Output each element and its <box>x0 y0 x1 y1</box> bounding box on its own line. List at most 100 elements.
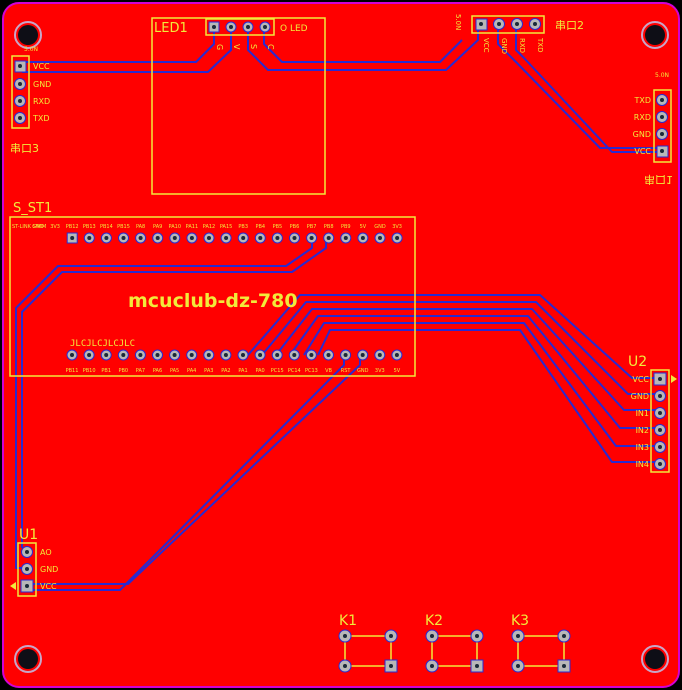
trace <box>15 238 313 569</box>
chuankou3-pin-label: GND <box>33 80 51 89</box>
chuankou3-pin-label: TXD <box>32 114 50 123</box>
u1-outline <box>17 542 37 597</box>
pad-hole <box>360 353 365 357</box>
pad-hole <box>121 353 126 357</box>
pad-hole <box>258 353 263 357</box>
trace <box>497 28 662 149</box>
pad-hole <box>326 353 331 357</box>
trace <box>247 28 479 71</box>
chuankou1-pin-label: VCC <box>634 147 651 156</box>
sst1-top-pin-label: 3V3 <box>392 224 402 230</box>
chuankou2-pin-label: VCC <box>482 38 490 53</box>
sst1-top-pin-label: PB13 <box>83 224 96 230</box>
sst1-bottom-pin-label: PA2 <box>221 368 230 374</box>
pin1-marker-icon <box>671 375 677 383</box>
sst1-top-pin-label: PB5 <box>273 224 283 230</box>
pad-hole <box>172 353 177 357</box>
sst1-bottom-pin-label: PC14 <box>288 368 301 374</box>
button-ref: K2 <box>425 613 443 629</box>
pad-hole <box>207 236 211 240</box>
sst1-top-pin-label: PB14 <box>100 224 113 230</box>
u1-pin-label: AO <box>40 548 52 557</box>
sst1-top-pin-label: GND <box>374 224 386 230</box>
pad-hole <box>292 236 297 240</box>
pad-hole <box>104 353 109 357</box>
trace <box>28 355 361 585</box>
trace <box>303 322 660 447</box>
pad-hole <box>377 353 382 357</box>
pad-hole <box>395 236 400 240</box>
pad-hole <box>309 236 314 240</box>
sst1-top-pin-label: PB4 <box>255 224 265 230</box>
pad-hole <box>241 353 245 357</box>
button-k1: K1 <box>338 613 398 673</box>
u1-ref: U1 <box>19 527 38 543</box>
pad-hole <box>87 353 92 357</box>
trace <box>21 238 327 548</box>
u2-pin-label: IN1 <box>636 409 649 418</box>
trace <box>317 329 660 463</box>
sst1-bottom-pin-label: PA0 <box>255 368 264 374</box>
sst1-top-pin-label: PB9 <box>341 224 351 230</box>
traces <box>15 28 662 591</box>
sst1-bottom-pin-label: VB <box>325 368 332 374</box>
pad-hole <box>70 236 75 240</box>
pad-hole <box>104 236 109 240</box>
sst1-top-pin-label: PB6 <box>290 224 300 230</box>
led1-pin-label: G <box>215 44 224 50</box>
sst1-bottom-pin-label: RST <box>341 368 352 374</box>
pad-hole <box>394 353 399 357</box>
chuankou3-header: 5.0N VCC GND RXD TXD 串口3 <box>10 46 51 155</box>
chuankou2-ref: 串口2 <box>555 19 584 32</box>
trace <box>275 308 660 411</box>
pad-hole <box>70 353 74 357</box>
pad-hole <box>172 236 177 240</box>
chuankou2-pin-label: RXD <box>518 38 526 53</box>
trace <box>515 28 662 153</box>
board-title: mcuclub-dz-780 <box>128 290 298 312</box>
u2-outline <box>650 369 670 473</box>
sst1-bottom-pin-label: PB0 <box>118 368 128 374</box>
button-ref: K3 <box>511 613 529 629</box>
pad-hole <box>309 353 314 357</box>
sst1-bottom-pin-label: 5V <box>394 368 401 374</box>
pad-hole <box>343 353 348 357</box>
led1-side-label: O LED <box>280 24 308 34</box>
trace <box>261 301 660 395</box>
chuankou1-ref: 串口1 <box>644 173 673 186</box>
pad-hole <box>360 236 365 240</box>
led1-pin-label: S <box>249 44 258 49</box>
sst1-top-pin-label: 5V <box>360 224 367 230</box>
chuankou1-pin-label: TXD <box>633 96 651 105</box>
trace <box>289 315 660 429</box>
pad-hole <box>189 353 194 357</box>
chuankou2-pin-label: TXD <box>536 37 544 52</box>
sst1-top-pin-label: PA15 <box>220 224 232 230</box>
pad-hole <box>206 353 211 357</box>
sst1-outline <box>9 216 416 377</box>
pad-hole <box>155 236 160 240</box>
sst1-bottom-pin-label: PA7 <box>136 368 145 374</box>
sst1-top-pin-label: PA12 <box>203 224 215 230</box>
trace <box>263 28 463 63</box>
sst1-top-pin-label: PA8 <box>136 224 145 230</box>
chuankou1-top-label: 5.0N <box>655 72 669 79</box>
u1-pin-label: VCC <box>40 582 57 591</box>
sst1-bottom-pin-label: PA5 <box>170 368 179 374</box>
sst1-bottom-pin-label: PB11 <box>66 368 79 374</box>
trace <box>22 28 232 73</box>
pad-hole <box>224 236 229 240</box>
pad-hole <box>223 353 228 357</box>
pad-hole <box>155 353 160 357</box>
mounting-holes <box>14 21 669 673</box>
u2-pin-label: GND <box>631 392 649 401</box>
sst1-top-pins <box>66 232 403 244</box>
u2-pin-label: IN4 <box>636 460 649 469</box>
chuankou1-header: 5.0N TXD RXD GND VCC 串口1 <box>633 72 673 186</box>
led1-ref: LED1 <box>154 21 188 36</box>
chuankou3-top-label: 5.0N <box>24 46 38 53</box>
sst1-bottom-pin-label: PB1 <box>101 368 111 374</box>
chuankou1-outline <box>653 89 672 163</box>
